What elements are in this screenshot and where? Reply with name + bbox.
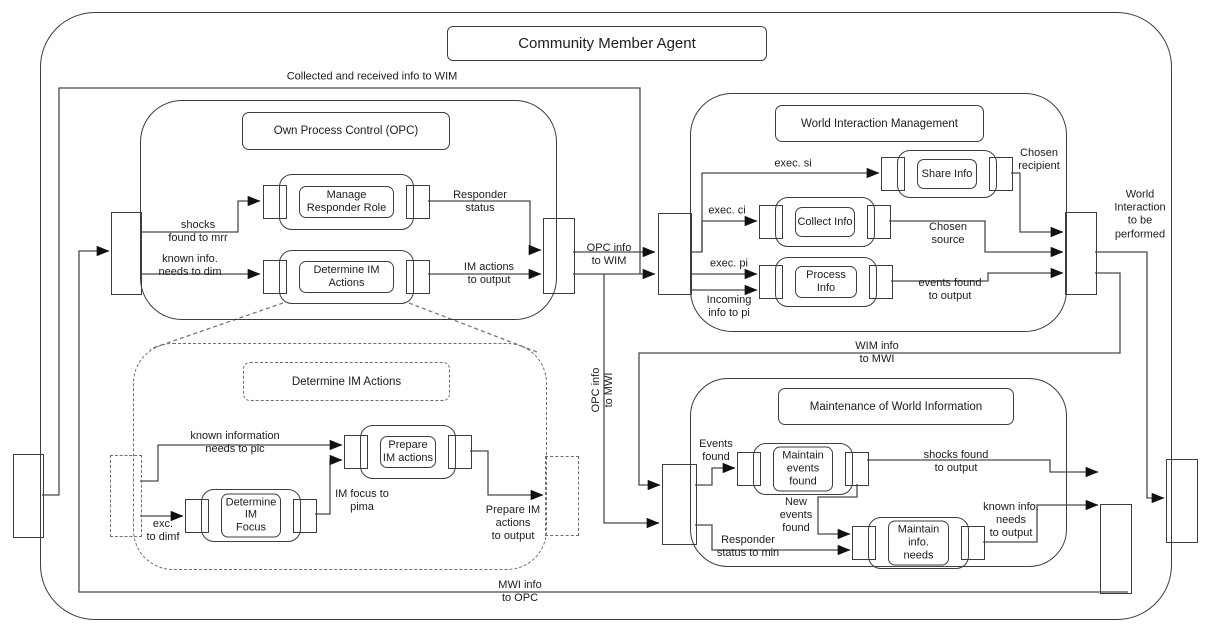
edge-label-responder-status-to-min: Responder status to min [716,533,780,559]
edge-label-responder-status: Responder status [453,188,507,214]
edge-label-mwi-info-to-opc: MWI info to OPC [498,578,542,604]
component-label: Maintain info. needs [888,520,949,566]
edge-mwi-info-to-opc [78,245,1128,593]
expansion-link-left [149,302,284,350]
component-label: Manage Responder Role [299,186,394,218]
edge-events-found [695,462,736,486]
edge-label-exc-to-dimf: exc. to dimf [146,517,180,543]
opc-input-port [111,212,142,295]
component-manage-responder-role: Manage Responder Role [263,174,430,230]
output-port [293,498,317,533]
edge-label-incoming-info-to-pi: Incoming info to pi [706,293,752,319]
component-maintain-info-needs: Maintain info. needs [852,517,985,569]
edge-label-known-info-needs-to-output: known info. needs to output [983,501,1039,540]
dia-output-port [545,456,579,536]
edge-im-focus-to-pima [315,454,343,515]
edge-label-exec-si: exec. si [774,157,812,170]
component-label: Process Info [795,266,857,298]
edge-label-chosen-source: Chosen source [929,220,967,246]
edge-wim-info-to-mwi [638,272,1121,491]
edge-label-opc-info-to-mwi: OPC info to MWI [589,367,615,413]
agent-title: Community Member Agent [447,26,767,61]
wim-title: World Interaction Management [775,105,984,142]
output-port [869,265,893,299]
component-share-info: Share Info [881,150,1013,198]
edge-label-exec-ci: exec. ci [708,204,746,217]
edge-exec-ci [690,215,758,253]
output-port [989,157,1013,191]
input-port [759,205,783,239]
edge-label-shocks-found-to-output: shocks found to output [923,448,989,474]
input-port [185,498,209,533]
component-label: Prepare IM actions [380,436,436,468]
mwi-input-port [662,464,697,545]
agent-boundary [40,12,1172,620]
input-port [759,265,783,299]
edge-new-events-found [817,484,858,540]
edge-label-collected-info: Collected and received info to WIM [286,70,458,83]
component-label: Determine IM Focus [221,493,281,538]
edge-chosen-recipient [1011,172,1064,238]
opc-output-port [543,218,575,294]
edge-label-wim-info-to-mwi: WIM info to MWI [855,339,899,365]
edge-responder-status [428,200,542,256]
output-port [406,260,430,294]
output-port [845,452,869,486]
edge-label-shocks-found-to-mrr: shocks found to mrr [168,218,228,244]
wim-input-port [658,213,692,295]
edge-label-events-found-to-output: events found to output [918,276,982,302]
input-port [737,452,761,486]
component-maintain-events-found: Maintain events found [737,443,869,495]
edge-collected-info-to-wim [42,87,641,496]
mwi-output-port [1100,504,1132,594]
edge-label-exec-pi: exec. pi [710,257,748,270]
edge-opc-info-to-mwi [603,274,660,529]
component-prepare-im-actions: Prepare IM actions [344,425,472,479]
edge-known-information-needs-to-pic [140,439,343,482]
dia-title: Determine IM Actions [243,362,450,401]
output-port [406,185,430,219]
edge-label-known-information-needs-to-pic: known information needs to pic [190,429,280,455]
edge-chosen-source [889,220,1064,258]
edge-label-new-events-found: New events found [779,496,813,535]
input-port [852,526,876,560]
edge-label-world-interaction: World Interaction to be performed [1114,188,1166,241]
component-collect-info: Collect Info [759,197,891,247]
component-label: Maintain events found [773,446,833,492]
input-port [344,435,368,469]
edge-label-opc-info-to-wim: OPC info to WIM [586,241,632,267]
edge-label-im-focus-to-pima: IM focus to pima [335,487,389,513]
edge-shocks-found-to-mrr [140,195,261,233]
agent-output-port [1166,459,1198,543]
edge-label-events-found: Events found [699,437,733,463]
output-port [961,526,985,560]
input-port [263,260,287,294]
opc-container [140,100,557,320]
edge-label-im-actions-to-output: IM actions to output [463,260,515,286]
component-determine-im-actions: Determine IM Actions [263,250,430,304]
output-port [448,435,472,469]
edge-label-known-info-needs-to-dim: known info. needs to dim [158,252,222,278]
agent-input-port [13,454,44,538]
wim-output-port [1065,212,1097,295]
component-label: Determine IM Actions [299,261,394,293]
edge-known-info-needs-to-output [983,499,1099,543]
component-process-info: Process Info [759,257,893,307]
component-label: Collect Info [795,207,855,237]
edge-shocks-found-to-output [867,459,1099,478]
dia-input-port [110,455,142,537]
input-port [263,185,287,219]
opc-title: Own Process Control (OPC) [242,112,450,150]
edge-world-interaction-out [1095,251,1165,504]
mwi-title: Maintenance of World Information [778,388,1014,425]
output-port [867,205,891,239]
component-determine-im-focus: Determine IM Focus [185,489,317,542]
input-port [881,157,905,191]
edge-label-prepare-im-actions-to-output: Prepare IM actions to output [485,504,541,543]
edge-label-chosen-recipient: Chosen recipient [1018,146,1060,172]
edge-events-found-to-output [891,267,1064,282]
edge-prepare-im-actions-to-output [470,450,544,501]
component-label: Share Info [917,159,977,189]
